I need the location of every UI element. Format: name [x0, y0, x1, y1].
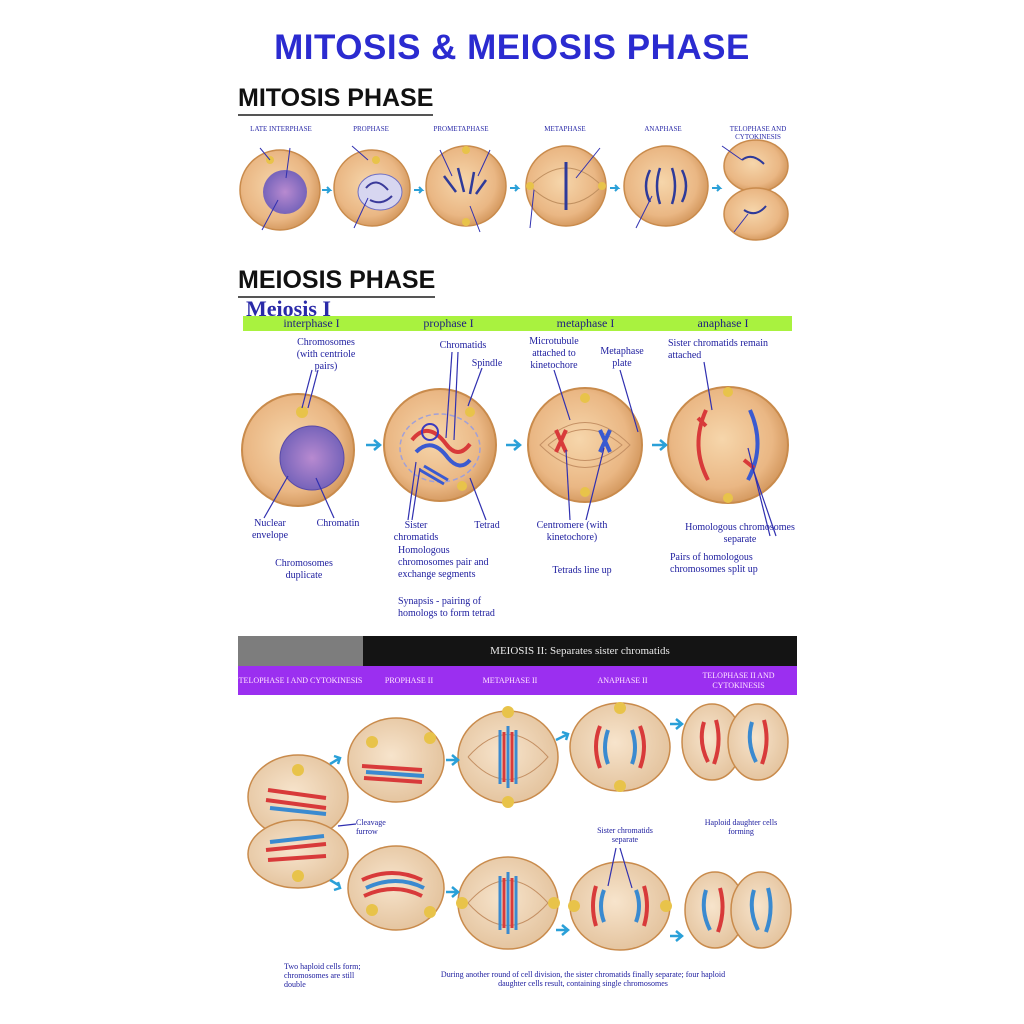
label-haploid-forming: Haploid daughter cells forming	[704, 818, 778, 836]
mitosis-stage-label: PROPHASE	[353, 125, 389, 133]
meiosis2-anaphase2-cell-top	[569, 702, 671, 792]
label-chromatin: Chromatin	[316, 518, 360, 529]
label-metaphase-plate: Metaphase plate	[600, 346, 644, 369]
meiosis2-phase-metaphase2: METAPHASE II	[482, 675, 538, 685]
meiosis2-arrows	[329, 718, 684, 942]
label-spindle: Spindle	[471, 358, 503, 369]
label-chromatids: Chromatids	[439, 340, 487, 351]
meiosis1-phase-anaphase: anaphase I	[697, 316, 749, 330]
label-synapsis: Synapsis - pairing of homologs to form t…	[398, 596, 495, 619]
mitosis-anaphase-cell	[623, 145, 709, 227]
label-centromere: Centromere (with kinetochore)	[536, 520, 608, 543]
label-tetrads-line-up: Tetrads line up	[552, 565, 612, 576]
mitosis-telophase-cell	[723, 139, 789, 241]
mitosis-heading: MITOSIS PHASE	[238, 84, 434, 116]
meiosis2-phase-telophase2: TELOPHASE II AND CYTOKINESIS	[702, 670, 775, 690]
mitosis-leader-lines	[259, 145, 749, 233]
label-homologous-separate: Homologous chromosomes separate	[685, 522, 795, 545]
label-microtubule: Microtubule attached to kinetochore	[529, 336, 579, 371]
meiosis1-phase-metaphase: metaphase I	[556, 316, 615, 330]
label-sister-separate: Sister chromatids separate	[597, 826, 653, 844]
mitosis-metaphase-cell	[525, 145, 607, 227]
mitosis-stage-label: ANAPHASE	[644, 125, 682, 133]
meiosis2-metaphase2-cell-bottom	[456, 856, 560, 950]
meiosis2-phase-bar	[238, 666, 797, 695]
meiosis1-interphase-cell	[241, 393, 355, 507]
mitosis-stage-label: LATE INTERPHASE	[250, 125, 312, 133]
label-sister-attached: Sister chromatids remain attached	[668, 338, 768, 361]
meiosis2-header-gray	[238, 636, 363, 666]
label-cleavage-furrow: Cleavage furrow	[356, 818, 386, 836]
meiosis1-phase-prophase: prophase I	[423, 316, 474, 330]
meiosis2-metaphase2-cell-top	[457, 706, 559, 808]
page-title: MITOSIS & MEIOSIS PHASE	[274, 28, 750, 67]
mitosis-prophase-cell	[333, 149, 411, 227]
meiosis2-leader-lines	[337, 823, 633, 889]
meiosis-heading: MEIOSIS PHASE	[238, 266, 436, 298]
meiosis1-prophase-cell	[383, 388, 497, 502]
meiosis1-anaphase-cell	[667, 386, 789, 504]
meiosis2-header-bar	[363, 636, 797, 666]
mitosis-stage-label: METAPHASE	[544, 125, 586, 133]
meiosis1-leader-lines	[263, 351, 777, 537]
meiosis2-phase-anaphase2: ANAPHASE II	[597, 675, 648, 685]
mitosis-late-interphase-cell	[239, 149, 321, 231]
label-tetrad: Tetrad	[474, 520, 500, 531]
meiosis2-anaphase2-cell-bottom	[568, 861, 672, 951]
label-sister-chromatids: Sister chromatids	[393, 520, 439, 543]
meiosis2-prophase2-cell-top	[347, 717, 445, 803]
label-nuclear-envelope: Nuclear envelope	[251, 518, 289, 541]
mitosis-stage-label: PROMETAPHASE	[433, 125, 489, 133]
meiosis1-phase-bar	[243, 316, 792, 331]
label-pairs-split: Pairs of homologous chromosomes split up	[670, 552, 758, 575]
label-homologous-exchange: Homologous chromosomes pair and exchange…	[398, 545, 489, 580]
mitosis-prometaphase-cell	[425, 145, 507, 227]
meiosis1-arrows	[366, 439, 668, 451]
meiosis2-phase-telophase1: TELOPHASE I AND CYTOKINESIS	[238, 675, 363, 685]
meiosis2-phase-prophase2: PROPHASE II	[384, 675, 434, 685]
label-chromosomes-duplicate: Chromosomes duplicate	[275, 558, 333, 581]
label-chromosomes-pairs: Chromosomes (with centriole pairs)	[296, 337, 356, 372]
meiosis1-metaphase-cell	[527, 387, 643, 503]
mitosis-arrows	[322, 184, 723, 194]
meiosis2-telophase2-cells-top	[681, 703, 789, 781]
meiosis1-phase-interphase: interphase I	[283, 316, 340, 330]
meiosis2-prophase2-cell-bottom	[347, 845, 445, 931]
label-two-haploid: Two haploid cells form; chromosomes are …	[284, 962, 361, 989]
mitosis-stage-label: TELOPHASE AND CYTOKINESIS	[729, 125, 787, 141]
meiosis2-telophase1-cells	[247, 754, 349, 889]
meiosis2-telophase2-cells-bottom	[684, 871, 792, 949]
meiosis2-header: MEIOSIS II: Separates sister chromatids	[490, 645, 670, 657]
label-caption: During another round of cell division, t…	[440, 970, 726, 988]
